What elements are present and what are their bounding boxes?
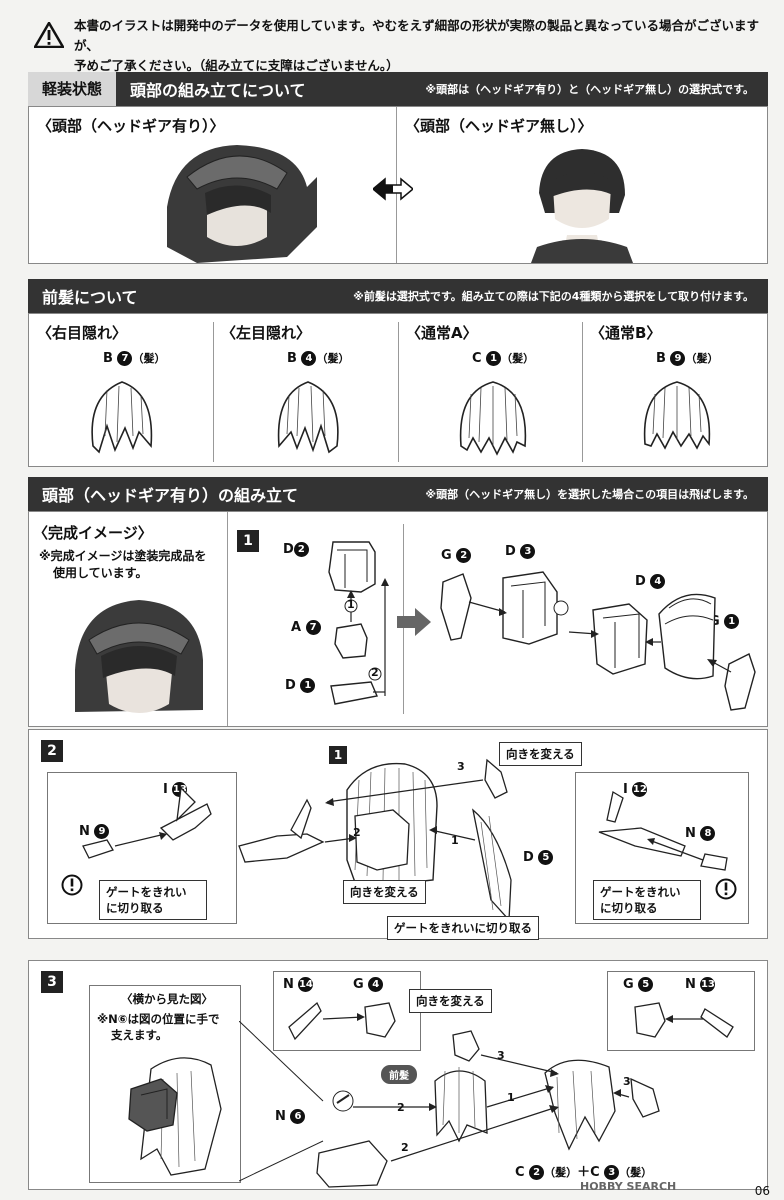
complete-image-label: 〈完成イメージ〉 <box>33 524 153 542</box>
warning-icon <box>34 22 64 48</box>
seq-2a: 2 <box>397 1101 405 1114</box>
step2-center-diagram <box>238 758 512 922</box>
seq-2: 2 <box>371 666 379 679</box>
part-n8: N 8 <box>685 826 716 841</box>
side-view-note: ※N⑥は図の位置に手で 支えます。 <box>97 1012 220 1042</box>
step-number: 3 <box>41 971 63 993</box>
section-head-header: 軽装状態 頭部の組み立てについて ※頭部は（ヘッドギア有り）と（ヘッドギア無し）… <box>28 72 768 106</box>
bangs-part-normal-a: C 1（髪） <box>472 351 535 366</box>
top-left-inset-diagram <box>288 1001 396 1041</box>
part-a7: A 7 <box>291 620 321 635</box>
section-title: 前髪について <box>42 288 138 307</box>
part-g2: G 2 <box>441 548 472 563</box>
option-no-headgear: 〈頭部（ヘッドギア無し）〉 <box>405 117 593 135</box>
bangs-label-right: 〈右目隠れ〉 <box>37 324 128 342</box>
side-view-diagram <box>128 1057 222 1176</box>
turn-callout-top: 向きを変える <box>499 742 582 766</box>
seq-1: 1 <box>451 834 459 847</box>
part-g4: G 4 <box>353 977 384 992</box>
state-tag: 軽装状態 <box>28 72 117 106</box>
seq-1: 1 <box>347 598 355 611</box>
right-inset-diagram <box>598 790 728 871</box>
part-n9: N 9 <box>79 824 110 839</box>
section-title: 頭部の組み立てについて <box>130 81 306 100</box>
bangs-left-illustration <box>277 381 339 454</box>
section-note: ※前髪は選択式です。組み立ての際は下記の4種類から選択をして取り付けます。 <box>353 290 754 303</box>
part-n13: N 13 <box>685 977 716 992</box>
bangs-normal-b-illustration <box>643 381 711 450</box>
bangs-part-normal-b: B 9（髪） <box>656 351 719 366</box>
part-n6: N 6 <box>275 1109 306 1124</box>
step-number: 1 <box>237 530 259 552</box>
bangs-part-left: B 4（髪） <box>287 351 350 366</box>
left-inset <box>47 772 237 924</box>
notice-box: 本書のイラストは開発中のデータを使用しています。やむをえず細部の形状が実際の製品… <box>28 14 768 73</box>
caution-icon <box>61 874 83 896</box>
section-bangs-header: 前髪について ※前髪は選択式です。組み立ての際は下記の4種類から選択をして取り付… <box>28 279 768 313</box>
swap-arrow-icon <box>373 177 413 201</box>
head-option-panel: 〈頭部（ヘッドギア有り）〉 〈頭部（ヘッドギア無し）〉 <box>28 106 768 264</box>
seq-3a: 3 <box>497 1049 505 1062</box>
step2-panel: 2 I 13 N 9 ゲートをきれい に切り取る 1 1 2 3 <box>28 729 768 940</box>
option-headgear: 〈頭部（ヘッドギア有り）〉 <box>37 117 225 135</box>
bangs-label-normal-a: 〈通常A〉 <box>406 324 478 342</box>
seq-2b: 2 <box>401 1141 409 1154</box>
section-title: 頭部（ヘッドギア有り）の組み立て <box>42 486 299 505</box>
step-number: 2 <box>41 740 63 762</box>
notice-text: 本書のイラストは開発中のデータを使用しています。やむをえず細部の形状が実際の製品… <box>74 18 760 73</box>
no-headgear-figure <box>531 149 633 263</box>
part-d4: D 4 <box>635 574 666 589</box>
step1-main-diagram <box>440 571 756 711</box>
right-inset <box>575 772 749 924</box>
next-arrow-icon <box>397 608 431 636</box>
part-i12: I 12 <box>623 782 648 797</box>
watermark: HOBBY SEARCH <box>580 1180 677 1193</box>
part-d5: D 5 <box>523 850 554 865</box>
section-assembly-header: 頭部（ヘッドギア有り）の組み立て ※頭部（ヘッドギア無し）を選択した場合この項目… <box>28 477 768 511</box>
page-number: 06 <box>754 1184 770 1198</box>
bangs-label-normal-b: 〈通常B〉 <box>590 324 662 342</box>
seq-3b: 3 <box>623 1075 631 1088</box>
bangs-label-left: 〈左目隠れ〉 <box>221 324 312 342</box>
hair-formula: C 2（髪）＋C 3（髪） <box>515 1165 653 1180</box>
complete-image-note: ※完成イメージは塗装完成品を 使用しています。 <box>39 549 207 580</box>
complete-image-figure <box>75 600 203 713</box>
part-d3: D 3 <box>505 544 536 559</box>
seq-3: 3 <box>457 760 465 773</box>
gate-callout-left: ゲートをきれい に切り取る <box>99 880 207 920</box>
part-d1: D 1 <box>285 678 316 693</box>
bangs-normal-a-illustration <box>459 381 527 456</box>
ref-step: 1 <box>329 746 347 764</box>
bangs-part-right: B 7（髪） <box>103 351 166 366</box>
bangs-option-panel: 〈右目隠れ〉 B 7（髪） 〈左目隠れ〉 B 4（髪） 〈通常A〉 C 1（髪）… <box>28 313 768 467</box>
step3-panel: 3 〈横から見た図〉 ※N⑥は図の位置に手で 支えます。 N 14 G 4 向き… <box>28 960 768 1190</box>
step3-main-diagram <box>239 1021 660 1188</box>
headgear-figure <box>167 145 317 263</box>
top-right-inset <box>607 971 755 1051</box>
part-n14: N 14 <box>283 977 314 992</box>
gate-callout-bottom: ゲートをきれいに切り取る <box>387 916 539 940</box>
side-view-title: 〈横から見た図〉 <box>121 992 213 1006</box>
left-inset-diagram <box>82 788 212 859</box>
section-note: ※頭部（ヘッドギア無し）を選択した場合この項目は飛ばします。 <box>425 488 754 501</box>
part-g5: G 5 <box>623 977 654 992</box>
gate-callout-right: ゲートをきれい に切り取る <box>593 880 701 920</box>
seq-2a: 2 <box>353 826 361 839</box>
bangs-badge: 前髪 <box>381 1065 417 1084</box>
turn-callout: 向きを変える <box>409 989 492 1013</box>
caution-icon <box>715 878 737 900</box>
section-note: ※頭部は（ヘッドギア有り）と（ヘッドギア無し）の選択式です。 <box>425 83 754 96</box>
bangs-right-illustration <box>91 381 153 454</box>
seq-1: 1 <box>507 1091 515 1104</box>
top-right-inset-diagram <box>634 1002 734 1038</box>
turn-callout-mid: 向きを変える <box>343 880 426 904</box>
step1-subassembly-diagram <box>328 541 389 705</box>
